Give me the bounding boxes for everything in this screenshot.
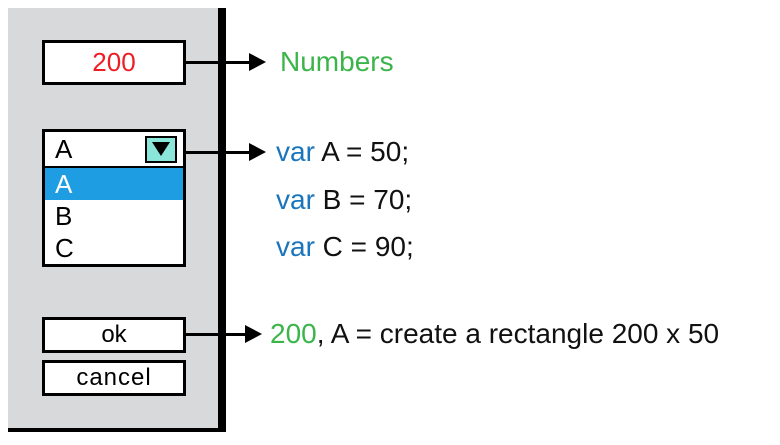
dropdown-option-b-label: B [55, 200, 73, 231]
code-keyword: var [276, 136, 315, 167]
dropdown-option-a[interactable]: A [45, 168, 183, 200]
cancel-button[interactable]: cancel [42, 360, 186, 396]
arrow-line [186, 332, 245, 336]
arrow-head-icon [249, 143, 266, 161]
dropdown-option-b[interactable]: B [45, 200, 183, 232]
arrow-head-icon [245, 325, 262, 343]
dropdown-selected-value: A [55, 133, 73, 164]
code-line-a: var A = 50; [276, 137, 409, 167]
code-text: B = 70; [314, 184, 413, 215]
dropdown-button[interactable] [145, 135, 177, 163]
code-keyword: var [276, 184, 315, 215]
arrow-line [186, 150, 249, 154]
dropdown-option-c[interactable]: C [45, 232, 183, 264]
arrow-head-icon [249, 53, 266, 71]
dropdown-option-a-label: A [55, 168, 73, 199]
variable-dropdown: A A B C [42, 129, 186, 267]
dropdown-arrow-icon [152, 142, 170, 156]
dialog-panel: 200 A A B C ok cancel [8, 8, 226, 432]
code-text: A = 50; [314, 136, 410, 167]
result-text: , A = create a rectangle 200 x 50 [316, 318, 720, 349]
result-value: 200 [270, 318, 317, 349]
numbers-annotation-text: Numbers [280, 46, 394, 77]
number-input[interactable]: 200 [42, 40, 186, 85]
code-line-c: var C = 90; [276, 232, 414, 262]
ok-button[interactable]: ok [42, 317, 186, 353]
number-input-value: 200 [92, 47, 136, 77]
result-annotation: 200, A = create a rectangle 200 x 50 [270, 319, 719, 349]
code-keyword: var [276, 231, 315, 262]
dropdown-option-c-label: C [55, 232, 74, 263]
dropdown-selected-row[interactable]: A [45, 132, 183, 168]
arrow-line [186, 60, 249, 64]
numbers-annotation: Numbers [280, 47, 394, 77]
code-line-b: var B = 70; [276, 185, 412, 215]
arrow-to-numbers [186, 53, 266, 71]
cancel-button-label: cancel [76, 364, 152, 391]
arrow-to-variables [186, 143, 266, 161]
arrow-to-result [186, 325, 262, 343]
code-text: C = 90; [314, 231, 414, 262]
ok-button-label: ok [101, 321, 127, 348]
